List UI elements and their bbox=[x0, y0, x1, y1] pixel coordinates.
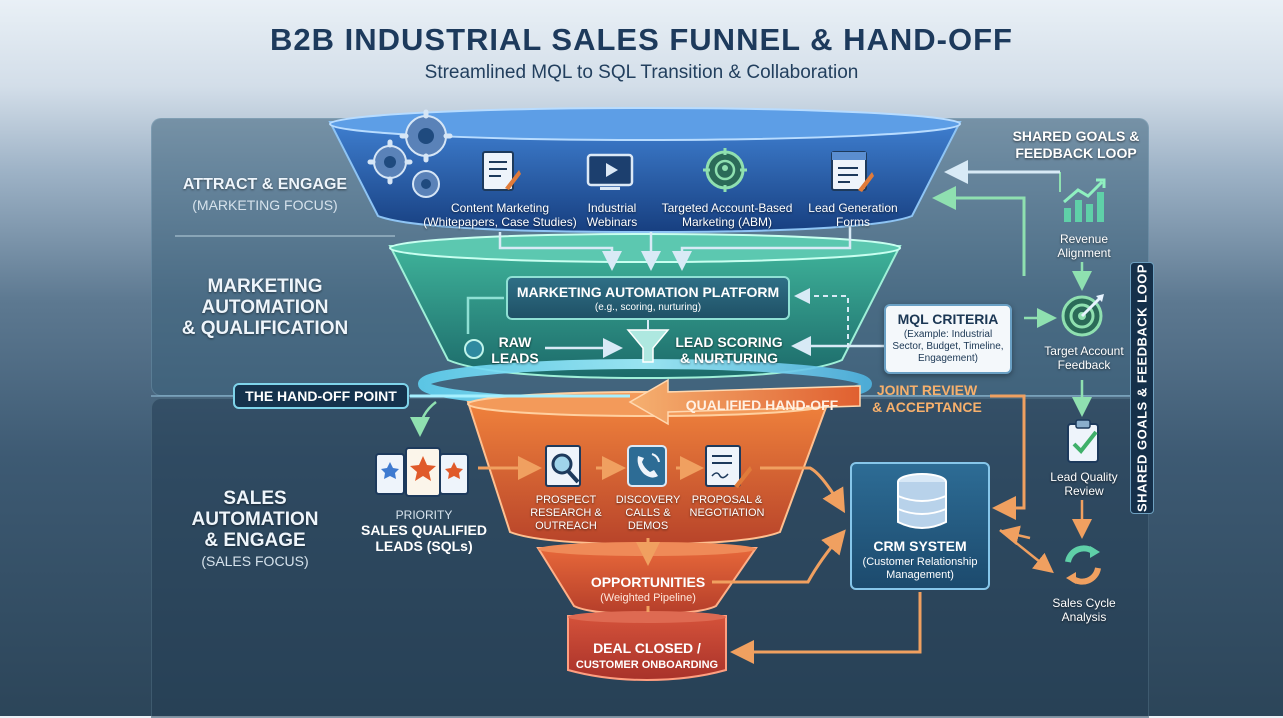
shared-goals-heading: SHARED GOALS &FEEDBACK LOOP bbox=[1012, 128, 1140, 161]
stage-attract: ATTRACT & ENGAGE (MARKETING FOCUS) bbox=[182, 176, 348, 213]
qualified-handoff-label: QUALIFIED HAND-OFF bbox=[685, 397, 839, 413]
deal-closed-label: DEAL CLOSED / CUSTOMER ONBOARDING bbox=[575, 640, 719, 671]
step-proposal: PROPOSAL &NEGOTIATION bbox=[689, 494, 765, 519]
bullseye-icon bbox=[1061, 294, 1104, 337]
video-icon bbox=[586, 153, 634, 190]
stage-automation: MARKETING AUTOMATION & QUALIFICATION bbox=[181, 276, 349, 339]
lead-scoring-label: LEAD SCORING& NURTURING bbox=[675, 334, 783, 366]
page-subtitle: Streamlined MQL to SQL Transition & Coll… bbox=[424, 62, 859, 83]
document-icon bbox=[482, 151, 521, 191]
sql-label: PRIORITY SALES QUALIFIED LEADS (SQLs) bbox=[360, 508, 487, 554]
stage-sales: SALES AUTOMATION & ENGAGE (SALES FOCUS) bbox=[191, 488, 319, 569]
opportunities-label: OPPORTUNITIES (Weighted Pipeline) bbox=[590, 574, 706, 604]
target-icon bbox=[703, 148, 747, 192]
automation-platform-box: MARKETING AUTOMATION PLATFORM (e.g., sco… bbox=[506, 276, 790, 320]
form-icon bbox=[831, 151, 874, 192]
database-icon bbox=[897, 473, 947, 529]
feedback-loop-banner: SHARED GOALS & FEEDBACK LOOP bbox=[1130, 262, 1154, 514]
clipboard-check-icon bbox=[1067, 419, 1099, 463]
phone-icon bbox=[627, 445, 667, 487]
channel-content-marketing: Content Marketing(Whitepapers, Case Stud… bbox=[423, 201, 577, 229]
page-title: B2B INDUSTRIAL SALES FUNNEL & HAND-OFF bbox=[270, 22, 1013, 57]
joint-review-label: JOINT REVIEW& ACCEPTANCE bbox=[872, 382, 982, 415]
gears-icon bbox=[367, 109, 453, 198]
star-cards-icon bbox=[375, 447, 469, 497]
mql-criteria-box: MQL CRITERIA (Example: Industrial Sector… bbox=[884, 304, 1012, 374]
contract-icon bbox=[705, 445, 752, 488]
growth-chart-icon bbox=[1063, 178, 1106, 222]
magnifier-icon bbox=[545, 445, 581, 487]
cycle-icon bbox=[1065, 545, 1101, 585]
feedback-loop-vertical-label: SHARED GOALS & FEEDBACK LOOP bbox=[1134, 263, 1150, 513]
handoff-point-label: THE HAND-OFF POINT bbox=[233, 383, 409, 409]
